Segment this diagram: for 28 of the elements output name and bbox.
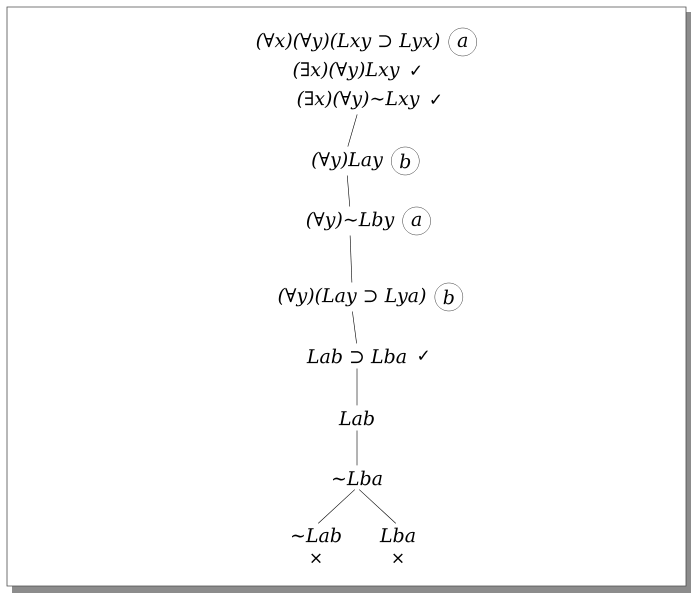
circled-letter: a — [448, 28, 477, 56]
tree-branch — [356, 430, 358, 466]
formula: Lab ⊃ Lba — [306, 348, 406, 364]
closed-mark: × — [311, 553, 321, 564]
formula: Lab — [338, 410, 374, 426]
tree-branch — [350, 235, 352, 283]
tree-branch — [352, 311, 357, 344]
formula: (∀x)(∀y)(Lxy ⊃ Lyx) — [256, 32, 440, 52]
tree-branch — [358, 489, 396, 524]
circled-letter: b — [391, 146, 420, 176]
circled-letter: b — [434, 282, 464, 312]
check-mark: ✓ — [411, 66, 420, 75]
tree-branch — [346, 175, 350, 207]
formula: (∀y)Lay — [312, 152, 384, 170]
formula: (∀y)~Lby — [306, 212, 394, 230]
tree-branch — [318, 489, 356, 524]
closed-mark: × — [393, 553, 403, 564]
circled-letter: a — [402, 206, 431, 236]
formula: ~Lba — [333, 470, 382, 486]
tree-branch — [348, 114, 358, 147]
formula: (∀y)(Lay ⊃ Lya) — [278, 288, 426, 306]
check-mark: ✓ — [419, 350, 428, 360]
formula: (∃x)(∀y)Lxy — [294, 62, 400, 80]
formula: (∃x)(∀y)~Lxy — [298, 90, 420, 110]
check-mark: ✓ — [431, 94, 440, 104]
tree-branch — [356, 368, 358, 406]
formula: ~Lab — [292, 528, 341, 542]
formula: Lba — [380, 528, 415, 542]
